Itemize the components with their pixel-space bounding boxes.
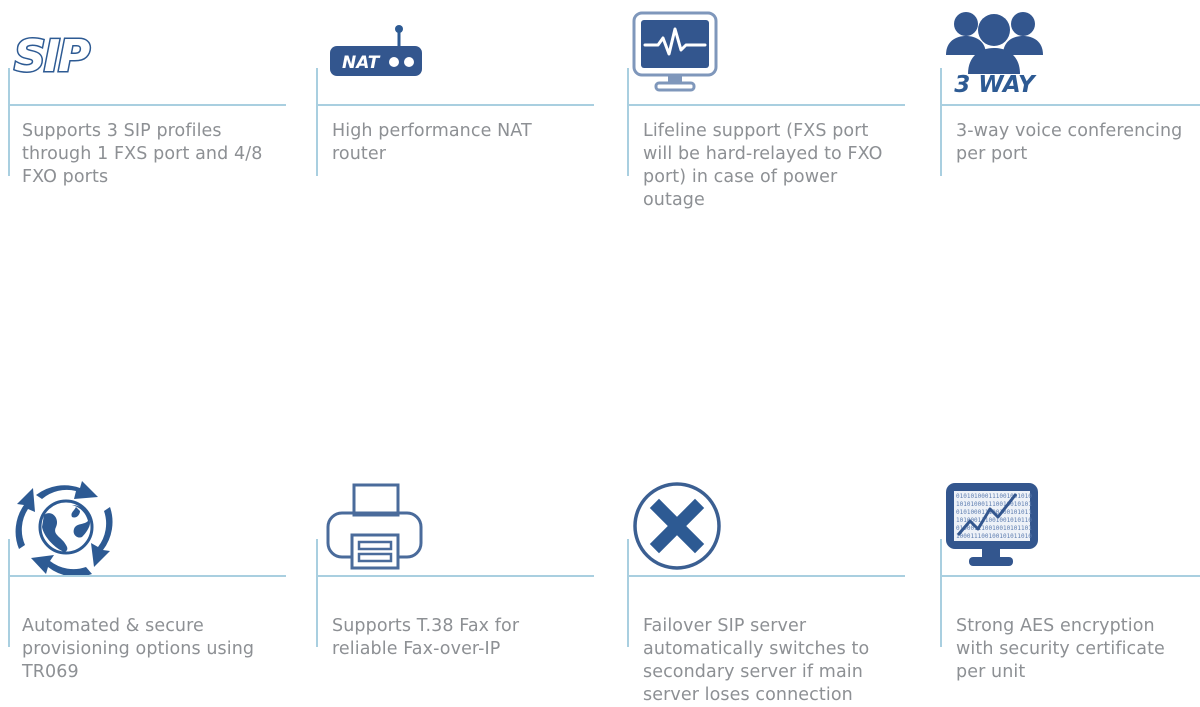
monitor-waveform-glyph [632, 11, 718, 91]
feature-card-t38-fax: Supports T.38 Fax for reliable Fax-over-… [300, 234, 600, 659]
three-way-label: 3 WAY [954, 71, 1035, 98]
divider-vertical [8, 539, 10, 647]
divider-horizontal [316, 104, 594, 106]
icon-area: SIP [0, 0, 300, 105]
feature-card-nat-router: NAT High performance NAT router [300, 0, 600, 234]
globe-refresh-glyph [15, 480, 113, 577]
feature-caption: Failover SIP server automatically switch… [643, 616, 870, 705]
feature-caption: Automated & secure provisioning options … [22, 616, 255, 682]
feature-card-three-way-conferencing: 3 WAY 3-way voice conferencing per port [900, 0, 1200, 234]
printer-fax-icon [322, 479, 427, 574]
icon-area: NAT [300, 0, 600, 105]
printer-fax-glyph [326, 483, 423, 570]
feature-card-aes-encryption: 010101000111001001010 101010001110010010… [900, 234, 1200, 682]
circle-x-icon [630, 479, 725, 574]
monitor-waveform-icon [630, 9, 720, 97]
sip-logo-icon: SIP [12, 27, 91, 82]
sip-logo-text: SIP [12, 30, 91, 82]
feature-caption: Strong AES encryption with security cert… [956, 616, 1165, 682]
icon-area [300, 474, 600, 579]
three-people-glyph [946, 11, 1043, 74]
divider-horizontal [627, 575, 905, 577]
feature-caption: Lifeline support (FXS port will be hard-… [643, 121, 883, 210]
svg-text:100011100100101011010: 100011100100101011010 [956, 533, 1032, 540]
feature-card-lifeline-support: Lifeline support (FXS port will be hard-… [600, 0, 905, 234]
divider-horizontal [940, 104, 1200, 106]
three-people-icon: 3 WAY [942, 8, 1047, 98]
divider-vertical [8, 68, 10, 176]
icon-area [0, 474, 300, 579]
divider-horizontal [940, 575, 1200, 577]
feature-card-failover-sip: Failover SIP server automatically switch… [600, 234, 905, 705]
divider-vertical [940, 68, 942, 176]
feature-card-sip-profiles: SIP Supports 3 SIP profiles through 1 FX… [0, 0, 300, 234]
divider-vertical [316, 68, 318, 176]
feature-card-provisioning: Automated & secure provisioning options … [0, 234, 300, 682]
divider-vertical [627, 539, 629, 647]
globe-refresh-icon [14, 477, 119, 577]
circle-x-glyph [633, 482, 721, 570]
monitor-binary-chart-icon: 010101000111001001010 101010001110010010… [942, 479, 1042, 574]
icon-area [600, 474, 900, 579]
divider-horizontal [8, 575, 286, 577]
monitor-binary-chart-glyph: 010101000111001001010 101010001110010010… [946, 483, 1038, 566]
svg-text:010101000111001001010: 010101000111001001010 [956, 493, 1032, 500]
svg-text:101010001110010010101: 101010001110010010101 [956, 501, 1032, 508]
feature-caption: 3-way voice conferencing per port [956, 121, 1183, 164]
feature-caption: Supports T.38 Fax for reliable Fax-over-… [332, 616, 520, 659]
divider-horizontal [8, 104, 286, 106]
feature-caption: High performance NAT router [332, 121, 532, 164]
divider-vertical [316, 539, 318, 647]
svg-text:NAT: NAT [342, 53, 381, 73]
divider-vertical [627, 68, 629, 176]
icon-area [600, 0, 900, 105]
divider-horizontal [627, 104, 905, 106]
nat-router-glyph: NAT [330, 24, 422, 76]
nat-router-icon: NAT [322, 18, 432, 88]
divider-vertical [940, 539, 942, 647]
divider-horizontal [316, 575, 594, 577]
icon-area: 010101000111001001010 101010001110010010… [900, 474, 1200, 579]
feature-caption: Supports 3 SIP profiles through 1 FXS po… [22, 121, 263, 187]
icon-area: 3 WAY [900, 0, 1200, 105]
